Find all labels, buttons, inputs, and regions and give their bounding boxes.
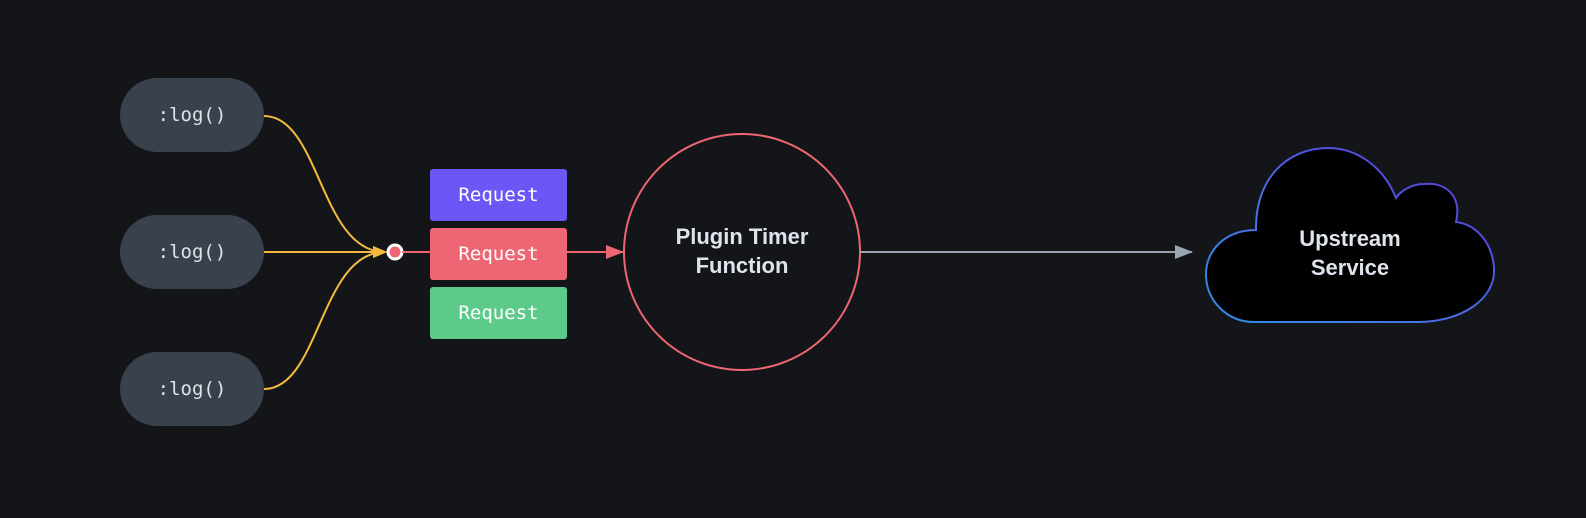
upstream-service-label-line1: Upstream: [1299, 226, 1401, 251]
request-block-green: Request: [430, 287, 567, 339]
log-source-3: :log(): [120, 352, 264, 426]
request-block-purple: Request: [430, 169, 567, 221]
plugin-timer-label-line2: Function: [695, 253, 789, 278]
log-source-2: :log(): [120, 215, 264, 289]
upstream-cloud-shape: [1204, 146, 1496, 323]
connector-log1-to-merge: [263, 115, 387, 258]
plugin-timer-label: Plugin Timer Function: [642, 222, 842, 280]
merge-point: [386, 243, 404, 261]
request-block-red: Request: [430, 228, 567, 280]
plugin-timer-label-line1: Plugin Timer: [675, 224, 809, 249]
upstream-service-label-line2: Service: [1310, 255, 1390, 280]
upstream-service-label: Upstream Service: [1250, 224, 1450, 282]
connector-log3-to-merge: [263, 246, 387, 390]
log-source-1: :log(): [120, 78, 264, 152]
